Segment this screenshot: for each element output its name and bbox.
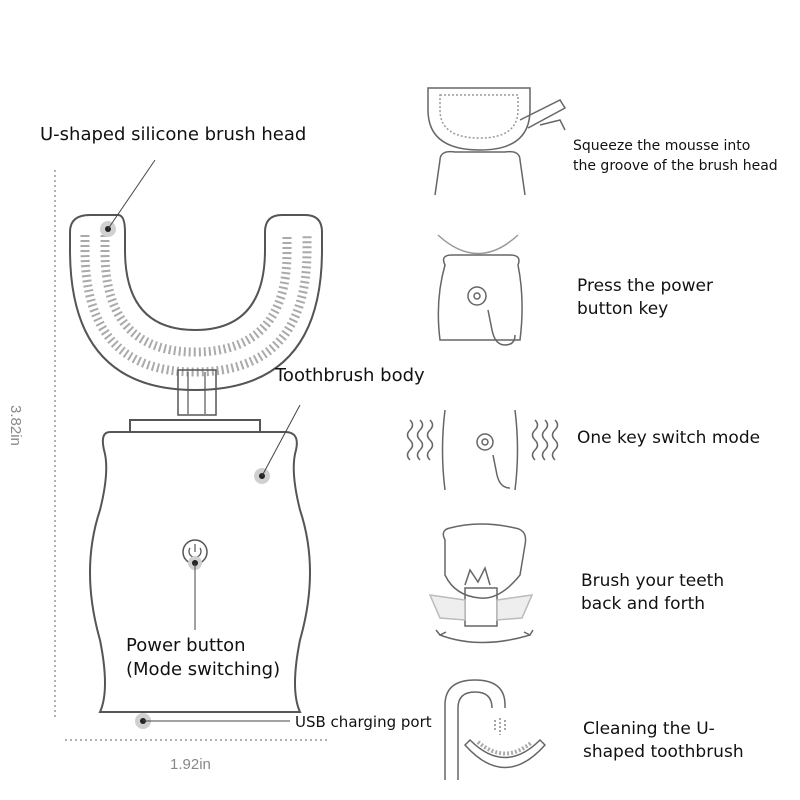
body-label: Toothbrush body	[275, 365, 425, 386]
step-1-text: Squeeze the mousse into the groove of th…	[573, 136, 778, 176]
step-4-illustration	[428, 523, 534, 644]
step-4-line1: Brush your teeth	[581, 571, 725, 591]
power-button-sublabel: (Mode switching)	[126, 659, 281, 680]
step-5-line1: Cleaning the U-	[583, 719, 715, 739]
step-2-illustration	[437, 234, 523, 346]
step-2-line1: Press the power	[577, 276, 713, 296]
height-dimension: 3.82in	[7, 405, 24, 446]
step-5-line2: shaped toothbrush	[583, 742, 744, 762]
step-3-line1: One key switch mode	[577, 428, 761, 448]
step-1-illustration	[427, 87, 567, 196]
brush-head-label: U-shaped silicone brush head	[40, 124, 307, 145]
power-button-label: Power button	[126, 635, 246, 656]
usb-port-label: USB charging port	[295, 713, 432, 731]
step-5-text: Cleaning the U- shaped toothbrush	[583, 718, 744, 764]
step-4-text: Brush your teeth back and forth	[581, 570, 724, 616]
width-dimension: 1.92in	[170, 756, 211, 773]
step-1-line2: the groove of the brush head	[573, 158, 778, 174]
brush-head	[69, 214, 323, 416]
toothbrush-body	[89, 419, 311, 713]
body-leader	[261, 404, 301, 477]
brush-head-leader	[107, 159, 156, 230]
step-2-text: Press the power button key	[577, 275, 713, 321]
step-3-text: One key switch mode	[577, 427, 760, 450]
step-1-line1: Squeeze the mousse into	[573, 138, 751, 154]
step-5-illustration	[444, 679, 547, 780]
step-4-line2: back and forth	[581, 594, 706, 614]
step-2-line2: button key	[577, 299, 669, 319]
step-3-illustration	[406, 409, 559, 491]
